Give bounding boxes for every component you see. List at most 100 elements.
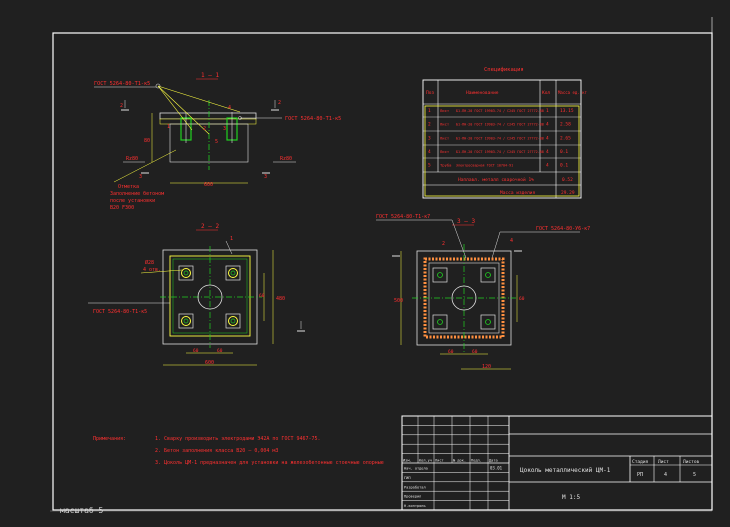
spec-row-qty: 4 bbox=[546, 149, 549, 155]
roughness-right: Rz80 bbox=[280, 156, 292, 162]
dim-3-left-label: 500 bbox=[394, 298, 403, 304]
stamp-col-header: Дата bbox=[489, 459, 498, 463]
plate-pos-2: 1 bbox=[230, 236, 233, 242]
hole-leader bbox=[140, 269, 183, 274]
stamp-row-label: ГИП bbox=[404, 476, 411, 480]
note-2: 2. Бетон заполнения класса В20 – 0,004 м… bbox=[155, 448, 278, 454]
notes-label: Примечания: bbox=[93, 436, 126, 442]
sheet-frame bbox=[52, 32, 713, 511]
spec-selection bbox=[424, 105, 580, 197]
fill-note-2: Заполнение бетоном bbox=[110, 190, 164, 197]
spec-row-qty: 4 bbox=[546, 163, 549, 169]
bolt-block-br bbox=[225, 313, 241, 329]
leader-a-node bbox=[155, 83, 161, 89]
status-bar: масштаб 5 bbox=[60, 506, 104, 515]
dim-height-label: 80 bbox=[144, 138, 150, 144]
pos-4: 4 bbox=[228, 105, 231, 111]
gost-label-e: ГОСТ 5264-80-У6-к7 bbox=[536, 226, 590, 232]
pos-5: 5 bbox=[215, 139, 218, 145]
bolt-sq-tr bbox=[480, 267, 496, 283]
pos-1: 1 bbox=[167, 124, 170, 130]
pos-3: 3 bbox=[223, 126, 226, 132]
note-3: 3. Цоколь ЦМ-1 предназначен для установк… bbox=[155, 459, 384, 466]
section-1-1[interactable]: 1 – 1 ГОСТ 5264-80-Т1-к5 ГОСТ 5264-80-Т1… bbox=[94, 72, 341, 211]
gost-label-c: ГОСТ 5264-80-Т1-к5 bbox=[93, 309, 147, 315]
stamp-col-header: Лист bbox=[435, 459, 444, 463]
pos-3-2: 2 bbox=[442, 241, 445, 247]
section-3-3[interactable]: 3 – 3 ГОСТ 5264-80-Т1-к7 ГОСТ 5264-80-У6… bbox=[376, 214, 590, 370]
sheet-value: 4 bbox=[664, 472, 667, 478]
leader-a bbox=[157, 85, 210, 135]
stamp-row-label: Разработал bbox=[404, 484, 426, 489]
dim-2-right-inner-label: 60 bbox=[259, 293, 265, 299]
dim-2-bottom-label: 600 bbox=[205, 360, 214, 366]
pos-2: 2 bbox=[203, 126, 206, 132]
spec-weld-label: Наплавл. металл сварочной 1% bbox=[458, 177, 534, 183]
spec-h-qty: Кол bbox=[542, 90, 550, 96]
gost-label-d: ГОСТ 5264-80-Т1-к7 bbox=[376, 214, 430, 220]
stamp-col-header: Изм. bbox=[403, 459, 412, 463]
gost-label-a: ГОСТ 5264-80-Т1-к5 bbox=[94, 81, 150, 87]
bolt-sq-br bbox=[480, 314, 496, 330]
spec-row-pos: 1 bbox=[428, 108, 431, 114]
stamp-row-label: Н.контроль bbox=[404, 504, 426, 508]
note-1: 1. Сварку производить электродами Э42А п… bbox=[155, 436, 321, 442]
spec-row-qty: 1 bbox=[546, 108, 549, 114]
stamp-col-header: Кол.уч bbox=[419, 459, 432, 463]
stage-value: РП bbox=[637, 472, 643, 478]
spec-row-label: Лист bbox=[440, 136, 449, 141]
spec-row-mass: 13.15 bbox=[560, 108, 574, 114]
gost-label-b: ГОСТ 5264-80-Т1-к5 bbox=[285, 116, 341, 122]
spec-total-label: Масса изделия bbox=[500, 190, 536, 196]
spec-row-name: Б1-ПН-20 ГОСТ 19903-74 / С245 ГОСТ 27772… bbox=[456, 109, 544, 113]
fill-note-4: В20 F300 bbox=[110, 205, 134, 211]
stamp-row-label: Нач. отдела bbox=[404, 467, 428, 471]
hole-note-2: 4 отв. bbox=[143, 267, 161, 273]
spec-row-label: Лист bbox=[440, 108, 449, 113]
spec-row-qty: 4 bbox=[546, 122, 549, 128]
sheets-header: Листов bbox=[683, 459, 700, 465]
hole-note-1: Ø28 bbox=[145, 259, 154, 266]
bolt-sq-tl bbox=[432, 267, 448, 283]
spec-row-pos: 5 bbox=[428, 163, 431, 169]
specification-table[interactable]: Спецификация Поз Наименование Кол Масса … bbox=[422, 67, 587, 199]
section-2-2[interactable]: 2 – 2 Ø28 4 отв. bbox=[88, 223, 305, 366]
dim-width-label: 600 bbox=[204, 182, 213, 188]
stamp-col-header: № док. bbox=[453, 459, 466, 463]
spec-row-mass: 0.1 bbox=[560, 149, 568, 155]
leader-a3 bbox=[157, 85, 241, 113]
gost-e-leader bbox=[491, 231, 501, 259]
bolt-block-bl bbox=[178, 313, 194, 329]
dim-3-inner-a: 60 bbox=[448, 349, 454, 355]
spec-row-mass: 2.58 bbox=[560, 122, 571, 128]
spec-h-pos: Поз bbox=[426, 90, 434, 96]
spec-row-name: Б1-ПН-20 ГОСТ 19903-74 / С245 ГОСТ 27772… bbox=[456, 123, 544, 127]
spec-row-mass: 2.65 bbox=[560, 136, 571, 142]
spec-row-pos: 2 bbox=[428, 122, 431, 128]
stamp-col-header: Подп. bbox=[471, 459, 482, 463]
spec-weld-value: 0.52 bbox=[562, 177, 573, 183]
spec-h-mass: Масса ед. кг bbox=[558, 90, 587, 95]
section-2-2-title: 2 – 2 bbox=[201, 223, 219, 230]
stamp-date: 03.01 bbox=[490, 466, 503, 471]
center-hole-3 bbox=[451, 285, 477, 311]
dim-2-inner-b: 60 bbox=[217, 348, 223, 354]
cut-tl-label: 2 bbox=[120, 103, 123, 109]
spec-total-value: 29.29 bbox=[561, 190, 575, 196]
spec-title: Спецификация bbox=[484, 67, 524, 73]
spec-row-name: Б1-ПН-20 ГОСТ 19903-74 / С245 ГОСТ 27772… bbox=[456, 137, 544, 141]
stage-header: Стадия bbox=[632, 459, 649, 465]
spec-row-pos: 3 bbox=[428, 136, 431, 142]
spec-row-name: Электросварная ГОСТ 10704-91 bbox=[456, 164, 513, 168]
stamp-row-label: Проверил bbox=[404, 495, 421, 499]
plate-weld bbox=[159, 118, 257, 125]
leader-a2 bbox=[157, 85, 193, 131]
bolt-block-tr bbox=[225, 265, 241, 281]
fill-note-1: Отметка bbox=[118, 184, 139, 190]
spec-row-mass: 0.1 bbox=[560, 163, 568, 169]
spec-row-pos: 4 bbox=[428, 149, 431, 155]
